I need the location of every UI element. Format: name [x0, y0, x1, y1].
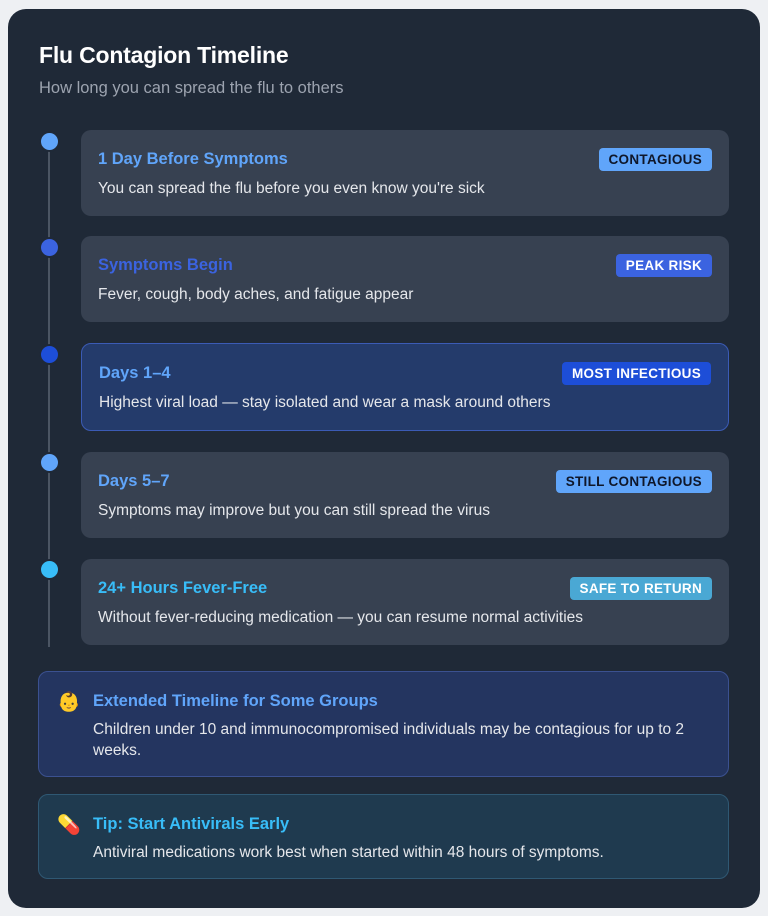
baby-icon: 👶 — [57, 692, 81, 713]
page-title: Flu Contagion Timeline — [39, 42, 289, 68]
step-title: Days 1–4 — [99, 364, 171, 382]
antiviral-tip-note: 💊 Tip: Start Antivirals Early Antiviral … — [38, 794, 729, 879]
flu-timeline-card: Flu Contagion Timeline How long you can … — [8, 9, 760, 908]
pill-icon: 💊 — [57, 815, 81, 836]
note-title: Extended Timeline for Some Groups — [93, 692, 378, 710]
timeline-step-3: Days 1–4 MOST INFECTIOUS Highest viral l… — [81, 343, 729, 431]
timeline-step-2: Symptoms Begin PEAK RISK Fever, cough, b… — [81, 236, 729, 322]
page-subtitle: How long you can spread the flu to other… — [39, 79, 344, 97]
timeline-dot-3 — [39, 344, 60, 365]
timeline-step-4: Days 5–7 STILL CONTAGIOUS Symptoms may i… — [81, 452, 729, 538]
timeline-dot-5 — [39, 559, 60, 580]
step-title: 24+ Hours Fever-Free — [98, 579, 268, 597]
timeline-dot-1 — [39, 131, 60, 152]
step-description: Fever, cough, body aches, and fatigue ap… — [98, 286, 414, 303]
note-text: Children under 10 and immunocompromised … — [93, 721, 685, 759]
step-title: Symptoms Begin — [98, 256, 233, 274]
step-description: Highest viral load — stay isolated and w… — [99, 394, 551, 411]
step-title: Days 5–7 — [98, 472, 170, 490]
extended-timeline-note: 👶 Extended Timeline for Some Groups Chil… — [38, 671, 729, 777]
timeline-dot-2 — [39, 237, 60, 258]
status-badge: SAFE TO RETURN — [569, 577, 712, 600]
step-title: 1 Day Before Symptoms — [98, 150, 288, 168]
timeline-line — [48, 141, 50, 647]
note-title: Tip: Start Antivirals Early — [93, 815, 290, 833]
status-badge: CONTAGIOUS — [598, 148, 712, 171]
note-text: Antiviral medications work best when sta… — [93, 844, 604, 861]
status-badge: STILL CONTAGIOUS — [555, 470, 712, 493]
timeline-step-5: 24+ Hours Fever-Free SAFE TO RETURN With… — [81, 559, 729, 645]
status-badge: MOST INFECTIOUS — [562, 362, 711, 385]
step-description: Without fever-reducing medication — you … — [98, 609, 584, 626]
status-badge: PEAK RISK — [615, 254, 712, 277]
step-description: Symptoms may improve but you can still s… — [98, 502, 490, 519]
timeline-step-1: 1 Day Before Symptoms CONTAGIOUS You can… — [81, 130, 729, 216]
timeline-dot-4 — [39, 452, 60, 473]
step-description: You can spread the flu before you even k… — [98, 180, 485, 197]
